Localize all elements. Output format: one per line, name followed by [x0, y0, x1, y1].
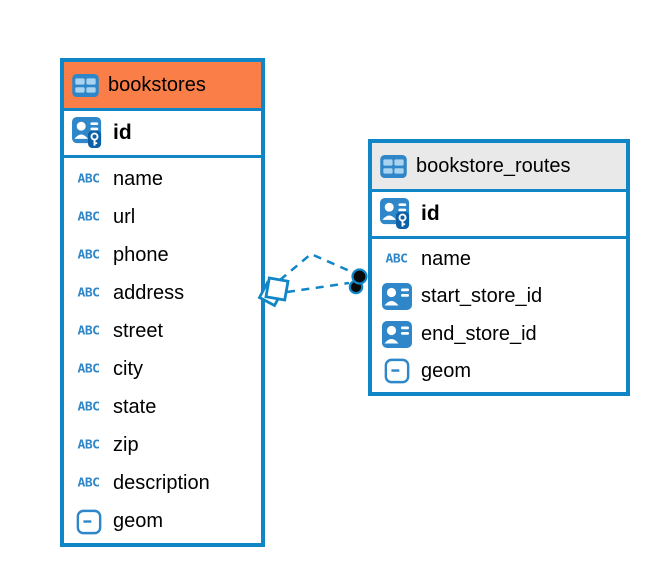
column-row-state[interactable]: ABC state: [64, 389, 261, 427]
table-header-bookstores[interactable]: bookstores: [64, 62, 261, 111]
column-name: city: [113, 358, 143, 381]
column-row-url[interactable]: ABC url: [64, 198, 261, 236]
column-name: geom: [113, 510, 164, 533]
abc-text-icon: ABC: [77, 248, 100, 263]
column-row-end-store-id[interactable]: end_store_id: [372, 316, 626, 353]
geometry-icon: [76, 509, 102, 535]
abc-text-icon: ABC: [77, 438, 100, 453]
column-row-zip[interactable]: ABC zip: [64, 427, 261, 465]
entity-table-bookstores[interactable]: bookstores id ABC name ABC url ABC phone…: [60, 58, 265, 547]
abc-text-icon: ABC: [77, 476, 100, 491]
geometry-icon: [384, 358, 410, 384]
column-list: ABC name ABC url ABC phone ABC address A…: [64, 158, 261, 543]
column-name: start_store_id: [421, 285, 543, 308]
column-name: zip: [113, 434, 139, 457]
column-name: address: [113, 281, 185, 304]
column-row-geom[interactable]: geom: [372, 353, 626, 390]
column-name: phone: [113, 243, 169, 266]
table-icon: [72, 74, 99, 97]
column-name: geom: [421, 359, 472, 382]
person-key-icon: [72, 117, 105, 149]
person-ref-icon: [382, 321, 412, 348]
table-header-bookstore-routes[interactable]: bookstore_routes: [372, 143, 626, 192]
column-name: url: [113, 205, 136, 228]
table-title: bookstores: [108, 73, 206, 96]
column-name: name: [421, 248, 472, 271]
column-name: description: [113, 472, 210, 495]
abc-text-icon: ABC: [385, 252, 408, 267]
column-name: id: [113, 121, 132, 144]
column-name: state: [113, 396, 157, 419]
column-list: ABC name start_store_id end_store_id geo…: [372, 239, 626, 392]
column-row-start-store-id[interactable]: start_store_id: [372, 278, 626, 315]
relationship-line-end-store[interactable]: [279, 252, 353, 281]
relationship-dot-anchor-back[interactable]: [348, 279, 364, 295]
column-row-address[interactable]: ABC address: [64, 274, 261, 312]
column-name: street: [113, 319, 164, 342]
abc-text-icon: ABC: [77, 324, 100, 339]
abc-text-icon: ABC: [77, 172, 100, 186]
column-row-street[interactable]: ABC street: [64, 312, 261, 350]
abc-text-icon: ABC: [77, 362, 100, 377]
relationship-dot-anchor-front[interactable]: [351, 268, 368, 285]
abc-text-icon: ABC: [77, 400, 100, 415]
person-ref-icon: [382, 283, 412, 310]
abc-text-icon: ABC: [77, 210, 100, 225]
column-row-name[interactable]: ABC name: [372, 241, 626, 278]
relationship-line-start-store[interactable]: [286, 281, 350, 294]
entity-table-bookstore-routes[interactable]: bookstore_routes id ABC name start_store…: [368, 139, 630, 396]
abc-text-icon: ABC: [77, 286, 100, 301]
person-key-icon: [380, 198, 413, 230]
column-row-geom[interactable]: geom: [64, 503, 261, 541]
column-row-name[interactable]: ABC name: [64, 160, 261, 198]
relationship-diamond-anchor-front[interactable]: [264, 276, 290, 302]
column-row-description[interactable]: ABC description: [64, 465, 261, 503]
table-title: bookstore_routes: [416, 154, 571, 177]
column-name: name: [113, 167, 164, 190]
column-name: end_store_id: [421, 322, 537, 345]
column-row-id[interactable]: id: [372, 192, 626, 239]
column-row-city[interactable]: ABC city: [64, 350, 261, 388]
column-row-id[interactable]: id: [64, 111, 261, 158]
column-name: id: [421, 202, 440, 225]
table-icon: [380, 155, 407, 178]
column-row-phone[interactable]: ABC phone: [64, 236, 261, 274]
